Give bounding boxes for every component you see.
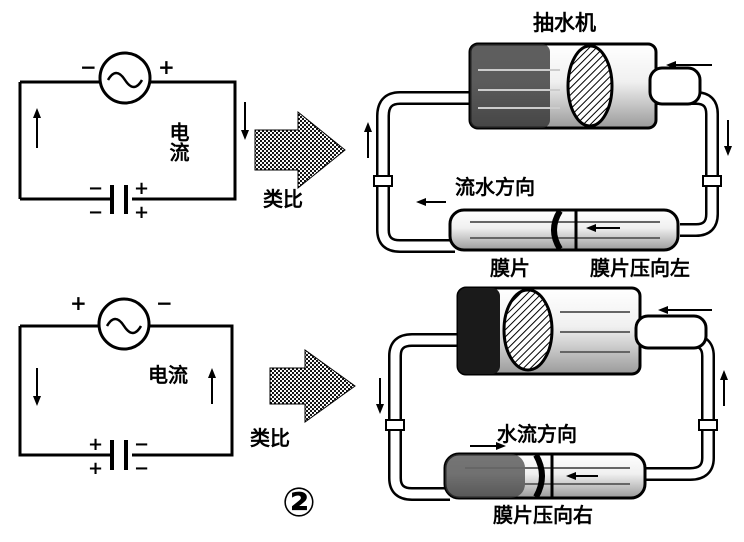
pump-shaft [634,314,708,350]
analogy-arrow-icon [269,349,356,423]
flow-arrow-left [416,198,446,206]
circuit-wire [20,80,237,201]
pump [456,286,708,376]
flow-arrow-pump [658,306,712,314]
pipe-arrow-right [720,370,728,406]
cap-top-left-sign: − [88,178,103,199]
flow-arrow-membrane [470,442,506,450]
membrane-state-label: 膜片压向左 [589,256,690,280]
pump-impeller [566,44,614,128]
top-analogy: 类比 [254,110,346,211]
pipe-arrow-left [364,122,372,158]
current-arrow-right [208,368,216,404]
pump-shade [470,44,550,128]
top-electric-circuit: − + − + − + 电流 [18,51,249,223]
analogy-label: 类比 [263,187,303,211]
current-label: 电流 [166,122,190,163]
bottom-analogy: 类比 [250,349,356,450]
pipe-clamp [385,419,405,431]
pump: 抽水机 [468,11,702,130]
membrane-chamber [448,208,680,252]
flow-direction-label: 流水方向 [455,175,535,199]
analogy-label: 类比 [250,426,290,450]
pipe-clamp [698,419,718,431]
bottom-electric-circuit: + − + − + − 电流 [18,291,234,479]
source-left-sign: − [80,55,97,79]
source-right-sign: + [158,55,175,79]
cap-bottom-right-sign: − [134,458,149,479]
cap-top-left-sign: + [88,434,103,455]
cap-bottom-left-sign: + [88,458,103,479]
pump-impeller [502,288,554,372]
pipe-inner [378,93,717,251]
current-arrow-right [241,102,249,140]
source-left-sign: + [70,291,87,315]
analogy-arrow-icon [254,110,346,190]
current-arrow-left [33,108,41,148]
membrane-state-label: 膜片压向右 [492,503,593,527]
sine-wave-icon [105,317,143,335]
membrane-label: 膜片 [489,256,530,280]
flow-arrow-membrane [586,224,620,232]
pipe-clamp [702,175,722,187]
pump-shade [458,288,500,374]
pipe-clamp [373,175,393,187]
pipe-arrow-right [724,120,732,156]
current-arrow-left [33,368,41,406]
bottom-hydraulic-system: 水流方向 膜片压向右 [376,286,728,527]
figure-number: ② [282,480,316,526]
flow-arrow-pump [666,61,712,69]
sine-wave-icon [106,71,144,89]
top-hydraulic-system: 抽水机 流水方向 膜片 膜 [364,11,732,280]
flow-direction-label: 水流方向 [497,422,577,446]
current-label: 电流 [148,363,188,387]
source-right-sign: − [156,291,173,315]
pump-label: 抽水机 [533,11,596,35]
circuit-wire [18,324,234,457]
cap-top-right-sign: + [134,178,149,199]
flow-arrow-membrane-right [566,472,598,480]
membrane-chamber [443,452,647,500]
cap-bottom-left-sign: − [88,202,103,223]
chamber-body [448,208,680,252]
membrane-icon [533,453,545,499]
cap-bottom-right-sign: + [134,202,149,223]
pump-shaft [648,66,702,106]
cap-top-right-sign: − [134,434,149,455]
membrane-icon [551,209,563,251]
pipe-arrow-left [376,378,384,414]
